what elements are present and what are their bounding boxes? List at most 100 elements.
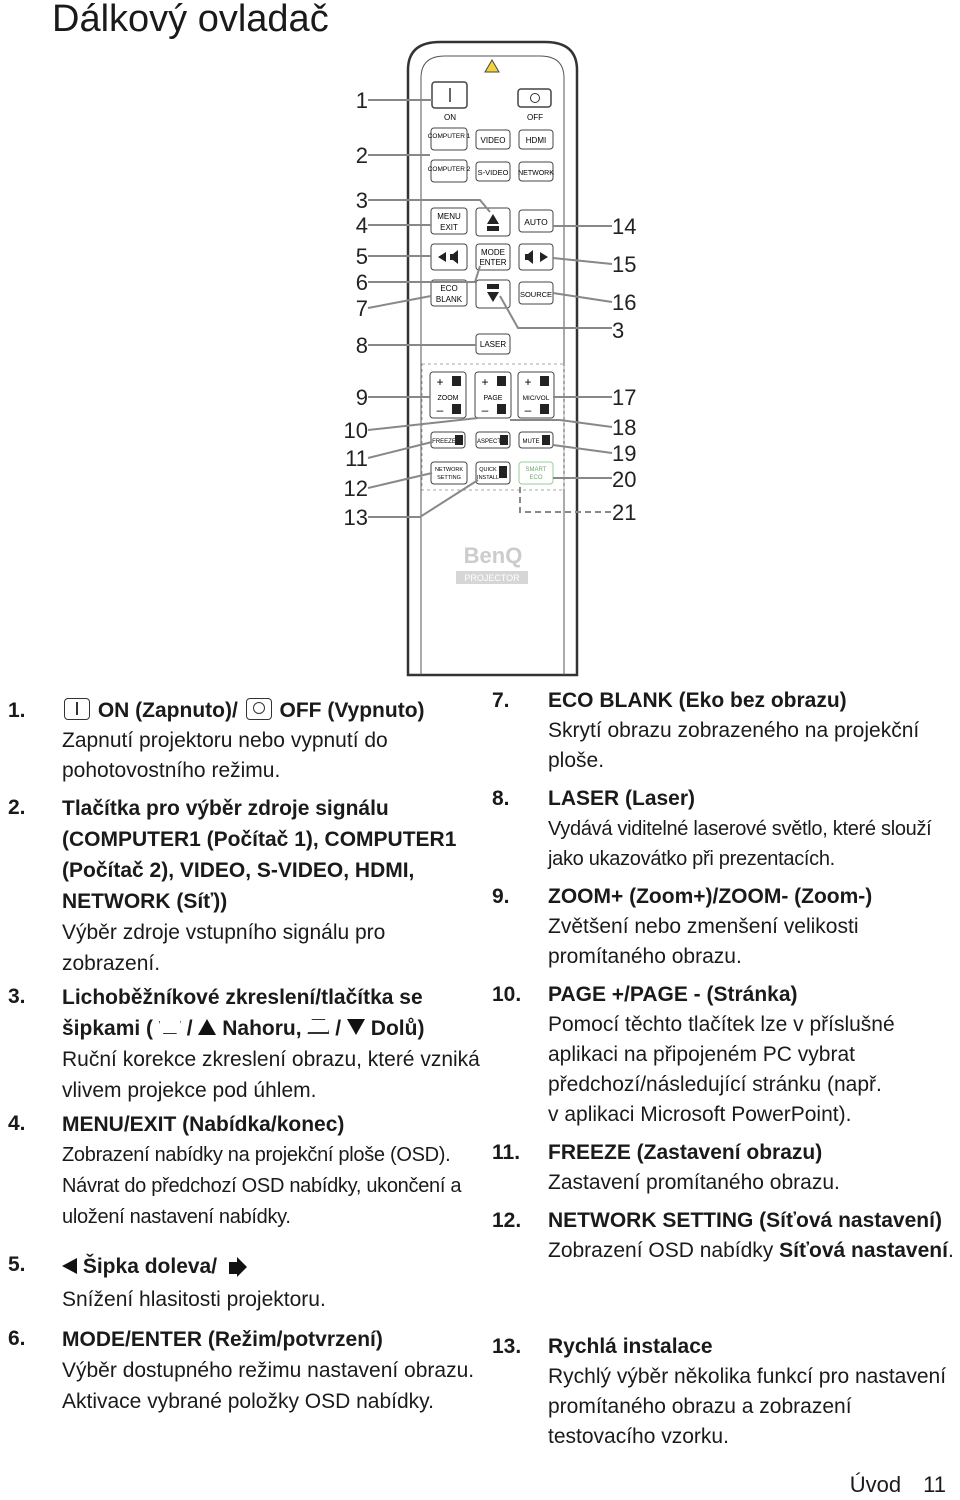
brand-sub: PROJECTOR — [464, 573, 520, 583]
aspect-label: ASPECT — [477, 439, 501, 445]
callout-21: 21 — [612, 500, 636, 525]
callout-3: 3 — [356, 188, 368, 213]
eco-blank-button[interactable] — [430, 279, 468, 307]
quick-install-label-1: QUICK — [479, 467, 497, 473]
svideo-button[interactable] — [475, 161, 511, 182]
callout-5: 5 — [356, 244, 368, 269]
svg-text:+: + — [481, 375, 488, 389]
page-label: PAGE — [484, 395, 503, 402]
laser-label: LASER — [480, 340, 506, 349]
network-setting-label-2: SETTING — [437, 475, 461, 481]
item-heading: LASER (Laser) — [548, 787, 696, 810]
item-description: Rychlý výběr několika funkcí pro nastave… — [548, 1365, 947, 1448]
quick-install-label-2: INSTALL — [477, 475, 499, 481]
item-6: 6. MODE/ENTER (Režim/potvrzení) Výběr do… — [8, 1324, 480, 1417]
callout-6: 6 — [356, 270, 368, 295]
callout-4: 4 — [356, 213, 368, 238]
item-number: 1. — [8, 699, 26, 722]
item-5: 5. Šipka doleva/ Snížení hlasitosti proj… — [8, 1250, 480, 1316]
video-button[interactable] — [475, 129, 511, 150]
computer1-button[interactable] — [430, 127, 468, 151]
network-button[interactable] — [518, 161, 554, 182]
computer1-label: COMPUTER 1 — [428, 133, 471, 140]
item-number: 10. — [492, 983, 522, 1006]
callout-19: 19 — [612, 441, 636, 466]
on-label: ON — [444, 113, 456, 122]
item-description: Ruční korekce zkreslení obrazu, které vz… — [62, 1048, 480, 1102]
item-number: 8. — [492, 787, 510, 810]
freeze-label: FREEZE — [432, 439, 456, 445]
video-label: VIDEO — [481, 136, 506, 145]
auto-button[interactable] — [518, 209, 554, 233]
callout-11: 11 — [345, 446, 368, 471]
smart-eco-button[interactable] — [518, 461, 554, 485]
svg-text:–: – — [482, 403, 489, 417]
item-1: 1. ON (Zapnuto)/ OFF (Vypnuto) Zapnutí p… — [8, 696, 480, 786]
right-arrow-icon — [540, 252, 548, 262]
callout-8: 8 — [356, 333, 368, 358]
item-heading: MODE/ENTER (Režim/potvrzení) — [62, 1328, 383, 1351]
item-heading: ECO BLANK (Eko bez obrazu) — [548, 689, 847, 712]
off-button[interactable] — [517, 88, 552, 108]
computer2-button[interactable] — [430, 159, 468, 183]
item-description: Skrytí obrazu zobrazeného na projekční p… — [548, 719, 920, 772]
callout-14: 14 — [612, 214, 636, 239]
callout-17: 17 — [612, 385, 636, 410]
item-9: 9. ZOOM+ (Zoom+)/ZOOM- (Zoom-) Zvětšení … — [492, 882, 957, 972]
item-heading: FREEZE (Zastavení obrazu) — [548, 1141, 823, 1164]
item-description: Zastavení promítaného obrazu. — [548, 1171, 840, 1194]
hdmi-button[interactable] — [518, 129, 554, 150]
volume-down-icon — [228, 1262, 237, 1274]
item-description: v aplikaci Microsoft PowerPoint). — [548, 1103, 852, 1126]
blank-label: BLANK — [436, 295, 463, 304]
callout-7: 7 — [356, 296, 368, 321]
smart-eco-label-2: ECO — [529, 475, 542, 481]
right-button[interactable] — [518, 243, 554, 271]
up-triangle-icon — [198, 1019, 217, 1035]
power-icon — [530, 93, 540, 103]
item-12: 12. NETWORK SETTING (Síťová nastavení) Z… — [492, 1206, 957, 1266]
item-13: 13. Rychlá instalace Rychlý výběr několi… — [492, 1332, 957, 1452]
item-heading: Rychlá instalace — [548, 1335, 713, 1358]
callout-9: 9 — [356, 385, 368, 410]
on-key-icon — [64, 698, 90, 720]
item-number: 11. — [492, 1141, 521, 1164]
callout-1: 1 — [356, 88, 368, 113]
item-10: 10. PAGE +/PAGE - (Stránka) Pomocí těcht… — [492, 980, 957, 1130]
auto-label: AUTO — [524, 217, 548, 227]
enter-label: ENTER — [479, 258, 506, 267]
item-4: 4. MENU/EXIT (Nabídka/konec) Zobrazení n… — [8, 1109, 480, 1233]
hdmi-label: HDMI — [526, 136, 546, 145]
item-description: Zobrazení OSD nabídky — [548, 1239, 780, 1262]
footer-section: Úvod — [849, 1472, 902, 1497]
mute-label: MUTE — [523, 439, 540, 445]
source-label: SOURCE — [520, 290, 552, 299]
left-button[interactable] — [430, 243, 468, 271]
callout-15: 15 — [612, 252, 636, 277]
svg-text:+: + — [436, 375, 443, 389]
item-heading: OFF (Vypnuto) — [279, 699, 425, 722]
menu-exit-button[interactable] — [430, 207, 468, 235]
item-8: 8. LASER (Laser) Vydává viditelné lasero… — [492, 784, 957, 874]
item-2: 2. Tlačítka pro výběr zdroje signálu (CO… — [8, 793, 480, 979]
item-11: 11. FREEZE (Zastavení obrazu) Zastavení … — [492, 1138, 957, 1198]
eco-label: ECO — [440, 284, 457, 293]
exit-label: EXIT — [440, 223, 458, 232]
item-heading: ON (Zapnuto)/ — [97, 699, 238, 722]
item-description: . — [947, 1239, 954, 1262]
zoom-label: ZOOM — [438, 395, 459, 402]
svg-text:–: – — [525, 403, 532, 417]
down-arrow-icon — [487, 292, 499, 302]
item-3: 3. Lichoběžníkové zkreslení/tlačítka se … — [8, 982, 480, 1106]
smart-eco-label-1: SMART — [526, 467, 547, 473]
item-heading: Nahoru, — [222, 1017, 302, 1040]
item-description-bold: Síťová nastavení — [779, 1239, 948, 1262]
item-number: 2. — [8, 796, 26, 819]
item-heading: Šipka doleva/ — [82, 1255, 218, 1278]
mode-enter-button[interactable] — [475, 243, 511, 271]
item-7: 7. ECO BLANK (Eko bez obrazu) Skrytí obr… — [492, 686, 957, 776]
network-setting-label-1: NETWORK — [435, 467, 463, 473]
network-label: NETWORK — [518, 170, 554, 177]
item-heading: MENU/EXIT (Nabídka/konec) — [62, 1113, 345, 1136]
